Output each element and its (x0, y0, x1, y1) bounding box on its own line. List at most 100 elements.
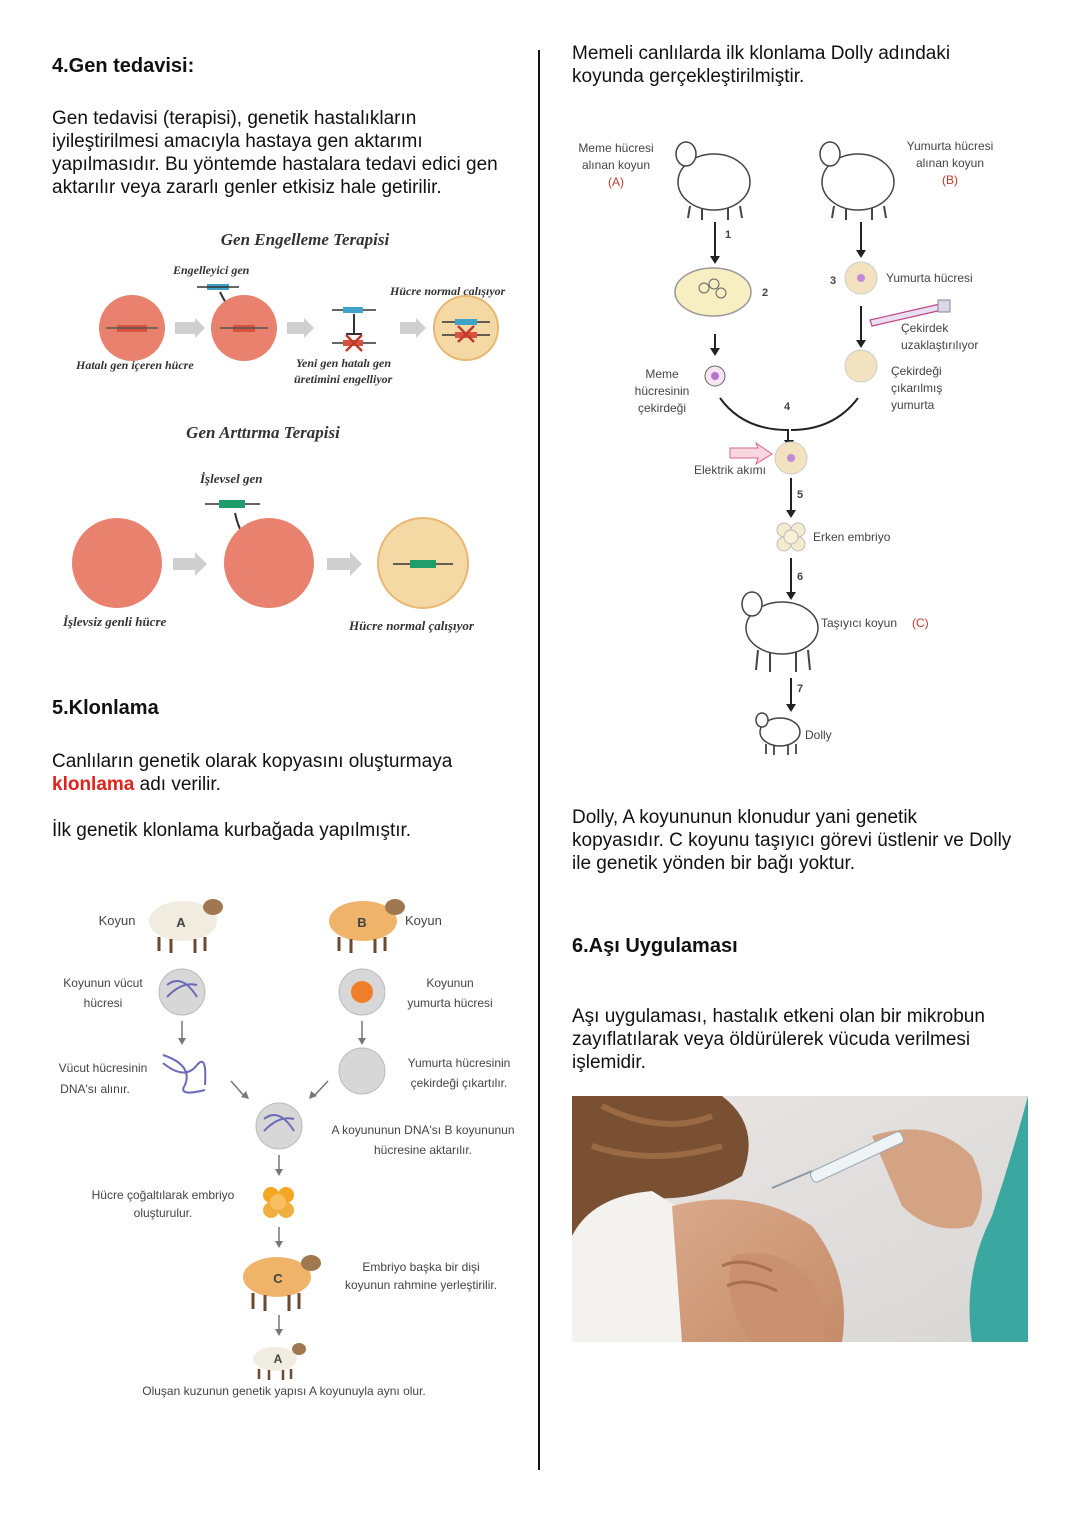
nurse-hand-right (872, 1129, 982, 1229)
cloning-keyword: klonlama (52, 774, 135, 795)
arrow-icon (175, 318, 205, 338)
sheep-b-icon (819, 141, 895, 220)
enucleated-label-3: yumurta (891, 398, 935, 412)
lamb-icon (253, 1343, 306, 1380)
sheep-b-label: Koyun (405, 913, 442, 928)
petri-dish-icon (674, 267, 752, 317)
body-cell-label-1: Koyunun vücut (63, 976, 143, 990)
scrubs-sleeve (969, 1096, 1028, 1342)
step-1: 1 (725, 229, 731, 241)
vaccine-paragraph: Aşı uygulaması, hastalık etkeni olan bir… (572, 1006, 985, 1073)
egg-cell-label-1: Koyunun (426, 976, 473, 990)
cloning-heading: 5.Klonlama (52, 697, 159, 719)
functional-gene-label: İşlevsel gen (199, 471, 262, 486)
nucleus-removed-label-1: Çekirdek (901, 321, 949, 335)
dolly-cloning-diagram: Meme hücresi alınan koyun (A) Yumurta hü… (578, 139, 994, 755)
dolly-paragraph: Dolly, A koyununun klonudur yani genetik… (572, 807, 1012, 874)
egg-cell-label: Yumurta hücresi (886, 271, 973, 285)
white-shirt (572, 1191, 692, 1342)
cloning-text-before: Canlıların genetik olarak kopyasını oluş… (52, 751, 453, 772)
gene-augmentation-title: Gen Arttırma Terapisi (186, 423, 340, 442)
dolly-intro: Memeli canlılarda ilk klonlama Dolly adı… (572, 43, 951, 87)
step-5: 5 (797, 489, 803, 501)
working-cell (433, 295, 499, 361)
result-caption: Oluşan kuzunun genetik yapısı A koyunuyl… (142, 1384, 426, 1398)
blocking-gene-label: Engelleyici gen (172, 263, 250, 277)
electric-current-icon (729, 441, 773, 466)
functional-gene-mark (219, 500, 245, 508)
nonfunctional-cell-label: İşlevsiz genli hücre (62, 614, 167, 629)
gene-blocking-figure: Gen Engelleme Terapisi Engelleyici gen H… (75, 230, 506, 386)
letter-a: A (176, 915, 186, 930)
nonfunctional-cell (72, 518, 162, 608)
cross-icon (457, 325, 475, 343)
cloning-text-after: adı verilir. (134, 774, 221, 795)
step-2: 2 (762, 287, 768, 299)
enucleated-label-1: Çekirdeği (891, 364, 942, 378)
arrow-icon (173, 552, 207, 576)
cross-icon (345, 334, 363, 352)
gene-augmentation-figure: Gen Arttırma Terapisi İşlevsel gen İşlev… (62, 423, 475, 633)
body-cell (158, 968, 206, 1016)
transfer-label-2: hücresine aktarılır. (374, 1143, 472, 1157)
dna-label-2: DNA'sı alınır. (60, 1082, 130, 1096)
nucleus-label-2: çekirdeği çıkartılır. (411, 1076, 508, 1090)
nucleus-label-1: Yumurta hücresinin (408, 1056, 511, 1070)
sheep-b-caption-2: alınan koyun (916, 156, 984, 170)
transfer-label-1: A koyununun DNA'sı B koyununun (331, 1123, 514, 1137)
sheep-a-caption-1: Meme hücresi (578, 141, 653, 155)
body-cell-label-2: hücresi (84, 996, 123, 1010)
enucleated-label-2: çıkarılmış (891, 381, 942, 395)
sheep-b-caption-3: (B) (942, 173, 958, 187)
new-gene-label-2: üretimini engelliyor (294, 372, 393, 386)
embryo-label-1: Hücre çoğaltılarak embriyo (92, 1188, 235, 1202)
gene-therapy-heading: 4.Gen tedavisi: (52, 55, 195, 77)
sheep-a-caption-2: alınan koyun (582, 158, 650, 172)
letter-b: B (357, 915, 366, 930)
new-gene-label-1: Yeni gen hatalı gen (296, 356, 391, 370)
implant-label-1: Embriyo başka bir dişi (362, 1260, 479, 1274)
surrogate-c-label: (C) (912, 616, 929, 630)
surrogate-label: Taşıyıcı koyun (821, 616, 897, 630)
early-embryo-label: Erken embriyo (813, 530, 891, 544)
pipette-icon (869, 299, 951, 327)
cloning-paragraph-1: Canlıların genetik olarak kopyasını oluş… (52, 750, 512, 796)
receiving-cell (224, 518, 314, 608)
enucleated-egg (338, 1047, 386, 1095)
letter-a-lamb: A (274, 1352, 283, 1366)
nucleus-removed-label-2: uzaklaştırılıyor (901, 338, 978, 352)
early-embryo-icon (776, 522, 806, 552)
mammary-label-3: çekirdeği (638, 401, 686, 415)
mammary-label-1: Meme (645, 367, 679, 381)
surrogate-sheep-icon (741, 591, 819, 672)
fused-cell (255, 1102, 303, 1150)
cell-normal-label-1: Hücre normal çalışıyor (389, 284, 506, 298)
cloning-paragraph-2: İlk genetik klonlama kurbağada yapılmışt… (52, 820, 412, 841)
cloning-diagram: Koyun A B Koyun Koyunun vücut hücresi Ko… (59, 899, 515, 1398)
nurse-hand-left (729, 1253, 825, 1342)
dolly-label: Dolly (805, 728, 832, 742)
implant-label-2: koyunun rahmine yerleştirilir. (345, 1278, 497, 1292)
syringe-icon (809, 1131, 905, 1183)
sheep-b-icon (329, 899, 405, 953)
mammary-label-2: hücresinin (635, 384, 690, 398)
arrow-icon (287, 318, 314, 338)
sheep-b-caption-1: Yumurta hücresi (907, 139, 994, 153)
step-4: 4 (784, 401, 791, 413)
sheep-a-caption-3: (A) (608, 175, 624, 189)
cell-normal-label-2: Hücre normal çalışıyor (348, 618, 475, 633)
sheep-a-label: Koyun (99, 913, 136, 928)
enucleated-egg-icon (844, 349, 878, 383)
step-7: 7 (797, 683, 803, 695)
dna-strand-icon (162, 1054, 207, 1094)
embryo-icon (263, 1187, 294, 1218)
electric-label: Elektrik akımı (694, 463, 766, 477)
vaccination-photo (572, 1096, 1028, 1342)
letter-c: C (273, 1271, 283, 1286)
dolly-lamb-icon (755, 712, 801, 755)
step-3: 3 (830, 275, 836, 287)
gene-therapy-paragraph: Gen tedavisi (terapisi), genetik hastalı… (52, 108, 498, 198)
column-divider (538, 50, 540, 1470)
embryo-label-2: oluşturulur. (134, 1206, 193, 1220)
sheep-a-icon (149, 899, 223, 953)
